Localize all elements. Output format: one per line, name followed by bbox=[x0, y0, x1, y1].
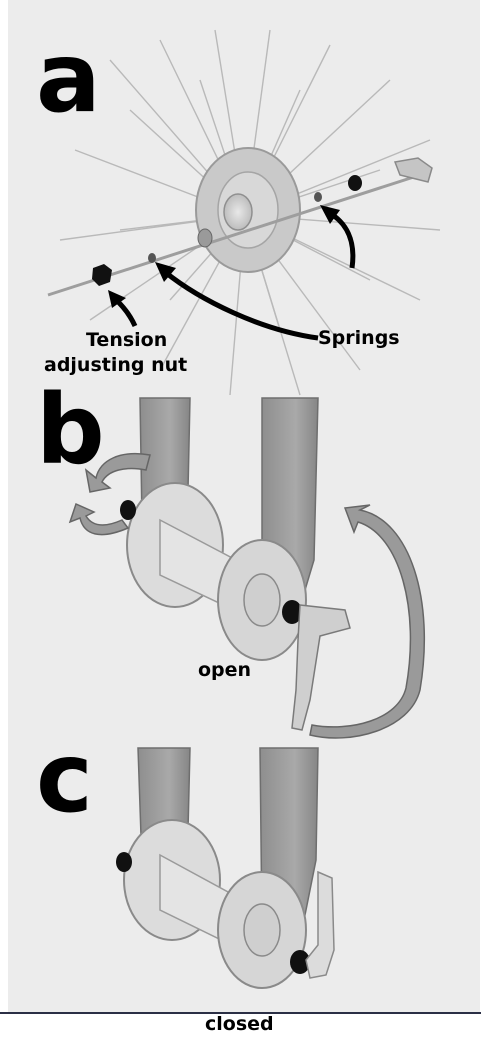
springs-label: Springs bbox=[318, 328, 400, 350]
panel-label-c: c bbox=[36, 730, 93, 826]
tension-nut-label-line1: Tension bbox=[86, 330, 167, 352]
panel-label-a: a bbox=[36, 30, 101, 126]
tension-nut bbox=[92, 264, 112, 286]
closed-label: closed bbox=[205, 1014, 274, 1036]
lever-open bbox=[292, 605, 350, 730]
panel-label-b: b bbox=[36, 382, 105, 478]
disc-rotor bbox=[196, 148, 300, 272]
bottom-divider bbox=[0, 1012, 481, 1014]
open-label: open bbox=[198, 660, 251, 682]
tension-nut-label-line2: adjusting nut bbox=[44, 355, 187, 377]
